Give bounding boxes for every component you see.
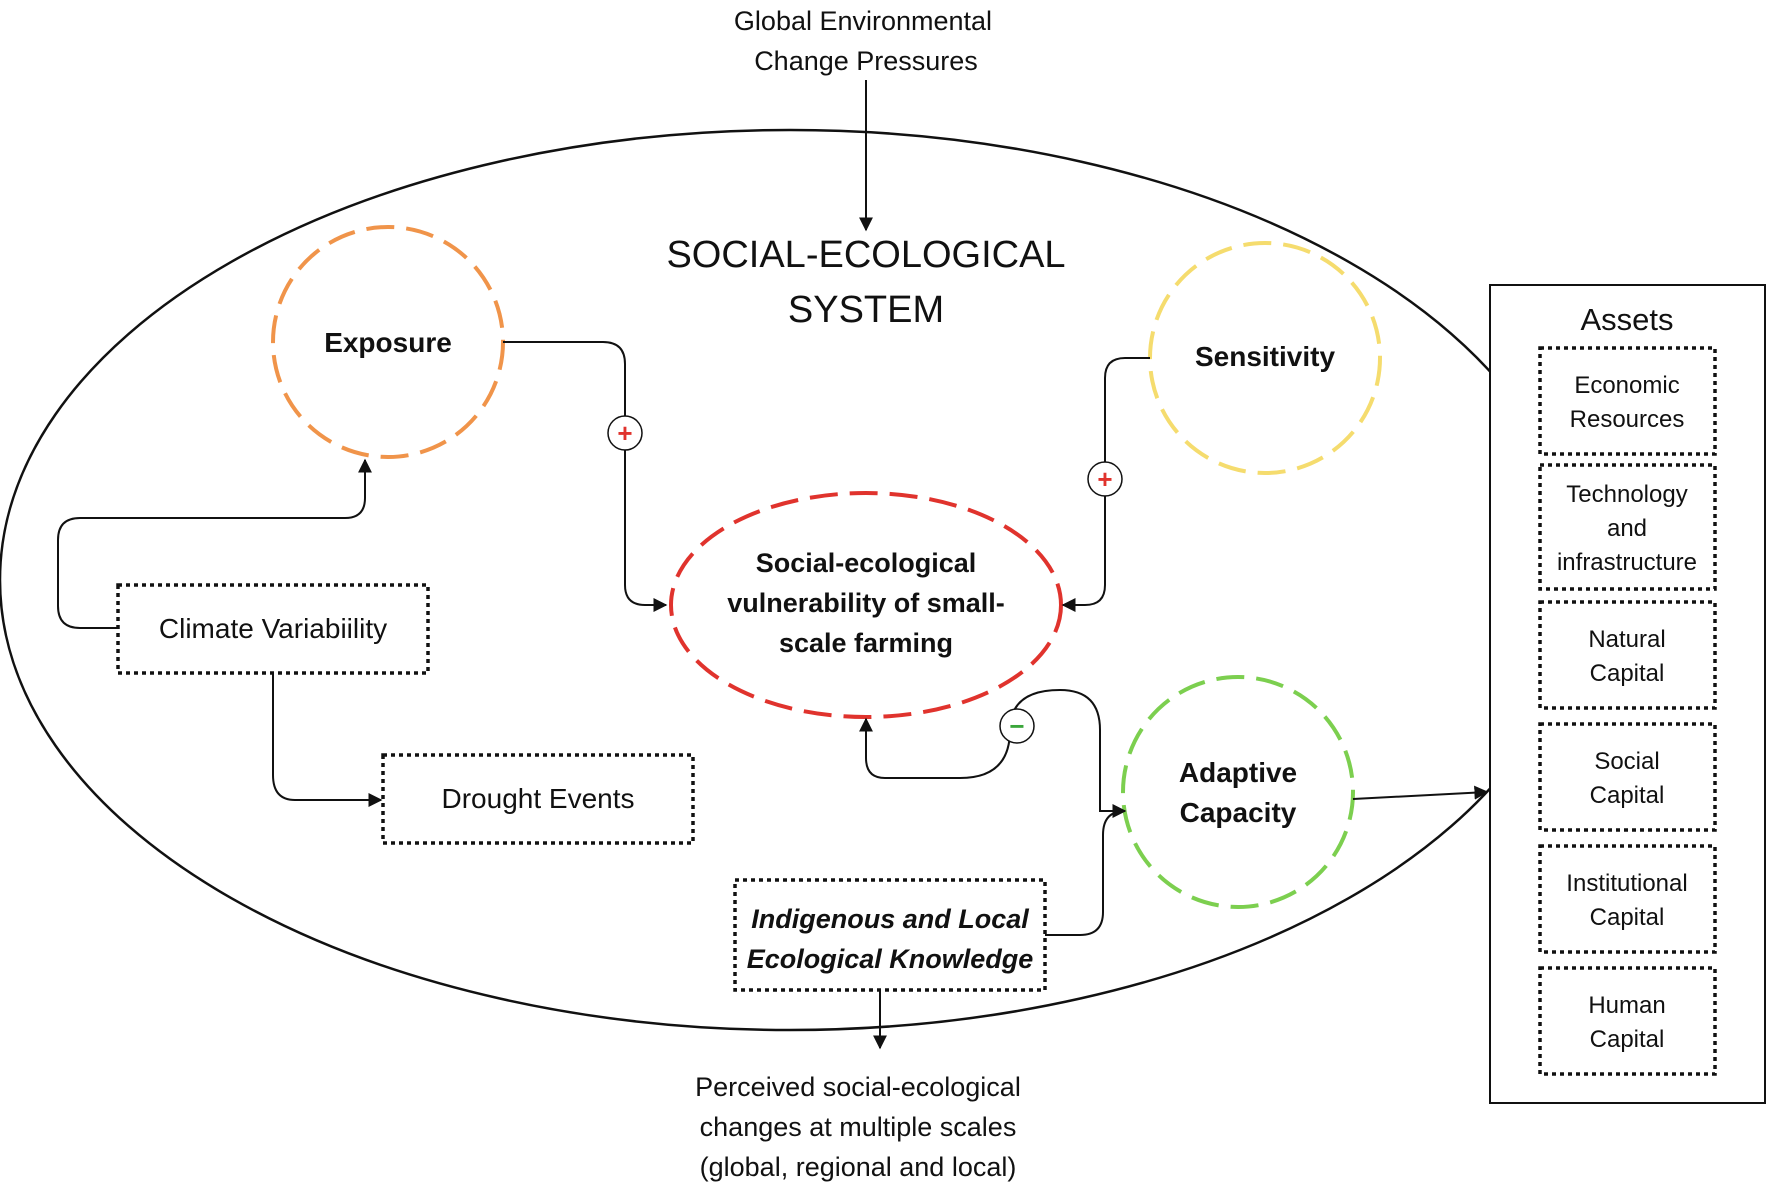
knowledge-to-adaptive-arrow: [1045, 804, 1127, 936]
vulnerability-label-line3: scale farming: [779, 628, 953, 658]
asset-natural-line2: Capital: [1590, 660, 1665, 687]
asset-box-technology: [1538, 463, 1717, 591]
vulnerability-label-line1: Social-ecological: [756, 548, 977, 578]
asset-human-line2: Capital: [1590, 1026, 1665, 1053]
asset-institutional-line1: Institutional: [1566, 870, 1687, 897]
adaptive-capacity-circle: [1121, 675, 1355, 909]
drought-events-box: [381, 753, 695, 845]
asset-institutional-line2: Capital: [1590, 904, 1665, 931]
asset-human-line1: Human: [1588, 992, 1665, 1019]
system-title-line2: SYSTEM: [788, 289, 944, 331]
asset-box-institutional: [1538, 844, 1717, 954]
asset-box-human: [1538, 966, 1717, 1076]
asset-box-natural: [1538, 600, 1717, 710]
vulnerability-label-line2: vulnerability of small-: [727, 588, 1005, 618]
asset-natural-line1: Natural: [1588, 626, 1665, 653]
drought-events-label: Drought Events: [442, 783, 635, 814]
asset-technology-line1: Technology: [1566, 481, 1687, 508]
asset-economic-line1: Economic: [1574, 372, 1679, 399]
climate-to-exposure-arrow: [57, 458, 372, 629]
system-title-line1: SOCIAL-ECOLOGICAL: [666, 234, 1065, 276]
adaptive-to-assets-arrow: [1352, 785, 1489, 800]
perceived-changes-line1: Perceived social-ecological: [695, 1072, 1021, 1102]
exposure-plus-badge: [607, 415, 643, 451]
asset-technology-line3: infrastructure: [1557, 549, 1697, 576]
adaptive-minus-badge: [999, 708, 1035, 744]
sensitivity-plus-sign: +: [1097, 464, 1112, 494]
perceived-changes-line2: changes at multiple scales: [700, 1112, 1017, 1142]
exposure-to-vulnerability-arrow: [503, 341, 668, 612]
indigenous-knowledge-box: [733, 878, 1047, 992]
adaptive-to-vulnerability-arrow: [859, 688, 1123, 812]
adaptive-capacity-label-line1: Adaptive: [1179, 757, 1297, 788]
assets-title: Assets: [1580, 302, 1673, 337]
climate-to-drought-arrow: [272, 673, 383, 807]
climate-variability-label: Climate Variabiility: [159, 613, 387, 644]
asset-technology-line2: and: [1607, 515, 1647, 542]
asset-box-economic: [1538, 346, 1717, 456]
perceived-changes-line3: (global, regional and local): [700, 1152, 1017, 1182]
vulnerability-ellipse: [669, 491, 1063, 719]
asset-economic-line2: Resources: [1570, 406, 1685, 433]
exposure-plus-sign: +: [617, 418, 632, 448]
sensitivity-label: Sensitivity: [1195, 341, 1335, 372]
exposure-label: Exposure: [324, 327, 452, 358]
asset-social-line1: Social: [1594, 748, 1659, 775]
adaptive-minus-sign: −: [1009, 711, 1024, 741]
pressures-label-line2: Change Pressures: [754, 46, 978, 76]
asset-box-social: [1538, 722, 1717, 832]
indigenous-knowledge-label-line1: Indigenous and Local: [751, 904, 1029, 934]
asset-social-line2: Capital: [1590, 782, 1665, 809]
pressures-label-line1: Global Environmental: [734, 6, 992, 36]
indigenous-knowledge-label-line2: Ecological Knowledge: [747, 944, 1034, 974]
sensitivity-plus-badge: [1087, 461, 1123, 497]
adaptive-capacity-label-line2: Capacity: [1180, 797, 1297, 828]
